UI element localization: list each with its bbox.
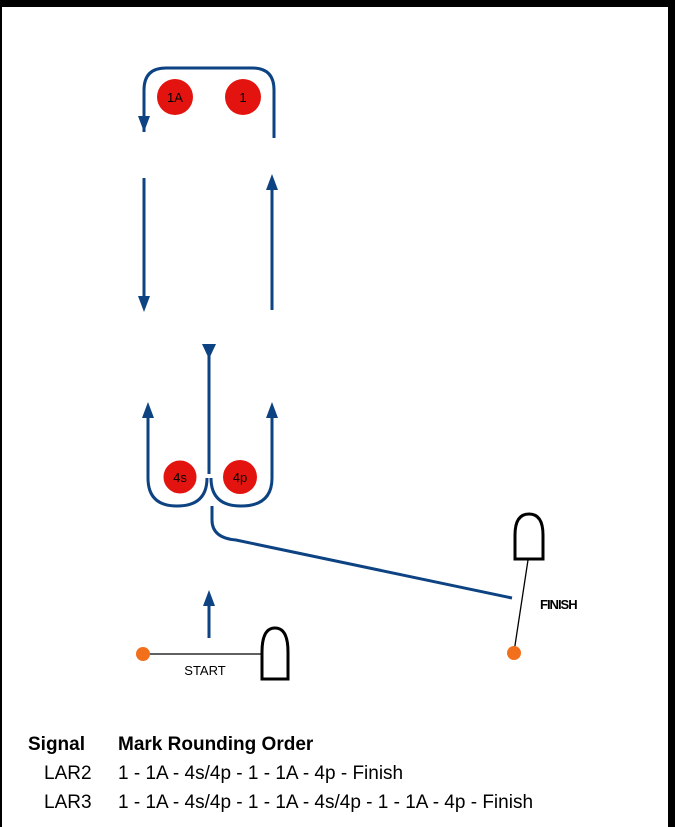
mark-4s-label: 4s <box>173 470 187 485</box>
start-pin-buoy <box>136 647 150 661</box>
row-signal: LAR3 <box>44 791 92 813</box>
mark-4p: 4p <box>223 460 257 494</box>
start-committee-boat-icon <box>260 626 290 681</box>
mark-1A-label: 1A <box>167 90 183 105</box>
mark-1: 1 <box>225 79 261 115</box>
finish-line <box>513 559 529 653</box>
rounding-order-table: Signal Mark Rounding Order LAR2 1 - 1A -… <box>28 730 533 817</box>
mark-4s: 4s <box>162 459 198 495</box>
row-order: 1 - 1A - 4s/4p - 1 - 1A - 4p - Finish <box>118 762 404 784</box>
gate-4s-loop <box>146 416 209 508</box>
row-order: 1 - 1A - 4s/4p - 1 - 1A - 4s/4p - 1 - 1A… <box>118 791 534 813</box>
gate-4p-arrowhead <box>266 402 278 418</box>
top-left-arrowhead <box>138 116 150 132</box>
finish-committee-boat-icon <box>513 512 545 561</box>
start-up-arrowhead <box>203 590 215 606</box>
finish-pin-buoy <box>507 646 521 660</box>
course-diagram: 1A 1 4s 4p START FINISH <box>136 66 578 681</box>
mark-1A: 1A <box>157 79 193 115</box>
start-label: START <box>184 663 225 678</box>
gate-4s-arrowhead <box>142 402 154 418</box>
header-mark-rounding-order: Mark Rounding Order <box>118 733 314 755</box>
mark-4p-label: 4p <box>233 470 247 485</box>
table-row: LAR2 1 - 1A - 4s/4p - 1 - 1A - 4p - Fini… <box>28 759 533 788</box>
mark-1-label: 1 <box>239 90 246 105</box>
finish-label: FINISH <box>540 597 577 612</box>
header-signal: Signal <box>28 733 86 755</box>
table-header-row: Signal Mark Rounding Order <box>28 730 533 759</box>
row-signal: LAR2 <box>44 762 92 784</box>
finish-leg-path <box>210 506 513 600</box>
top-loop-path <box>142 66 276 138</box>
gate-4p-loop <box>209 416 274 508</box>
right-leg-arrowhead <box>266 174 278 190</box>
left-leg-arrowhead <box>138 296 150 312</box>
table-row: LAR3 1 - 1A - 4s/4p - 1 - 1A - 4s/4p - 1… <box>28 788 533 817</box>
